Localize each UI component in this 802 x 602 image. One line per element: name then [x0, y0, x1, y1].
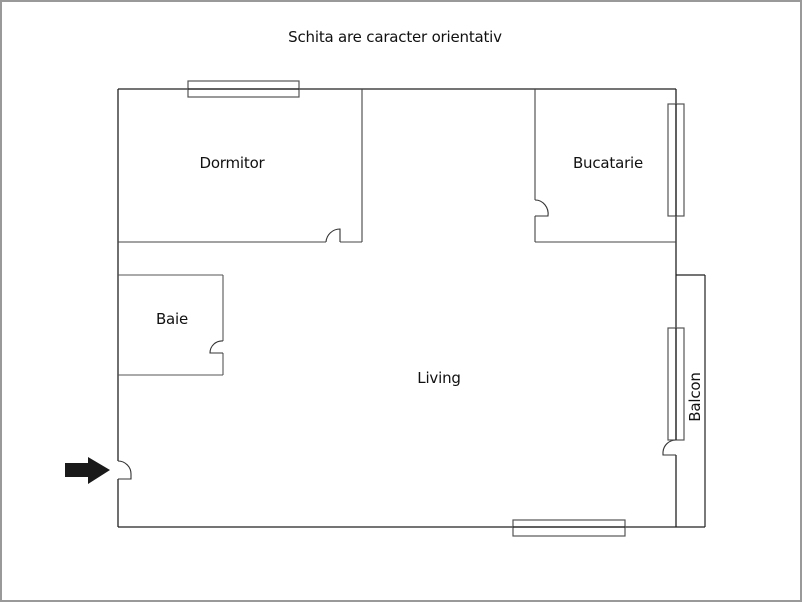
room-label-bucatarie: Bucatarie — [572, 154, 644, 172]
room-label-living: Living — [417, 369, 461, 387]
baie-door-icon — [209, 340, 224, 354]
window-living — [512, 519, 626, 537]
windows — [187, 80, 685, 537]
dormitor-walls — [118, 89, 363, 243]
balcon-walls — [676, 274, 706, 527]
baie-walls — [118, 274, 224, 376]
window-wall-lines — [188, 88, 677, 528]
entry-door-icon — [117, 460, 132, 480]
bucatarie-door-icon — [534, 199, 549, 217]
room-label-balcon: Balcon — [686, 372, 704, 422]
entry-arrow-icon — [65, 457, 110, 484]
dormitor-door-icon — [325, 228, 341, 243]
room-label-dormitor: Dormitor — [199, 154, 265, 172]
balcon-door-icon — [662, 439, 677, 456]
room-label-baie: Baie — [155, 310, 189, 328]
plan-title: Schita are caracter orientativ — [288, 28, 502, 46]
bucatarie-walls — [534, 89, 676, 243]
